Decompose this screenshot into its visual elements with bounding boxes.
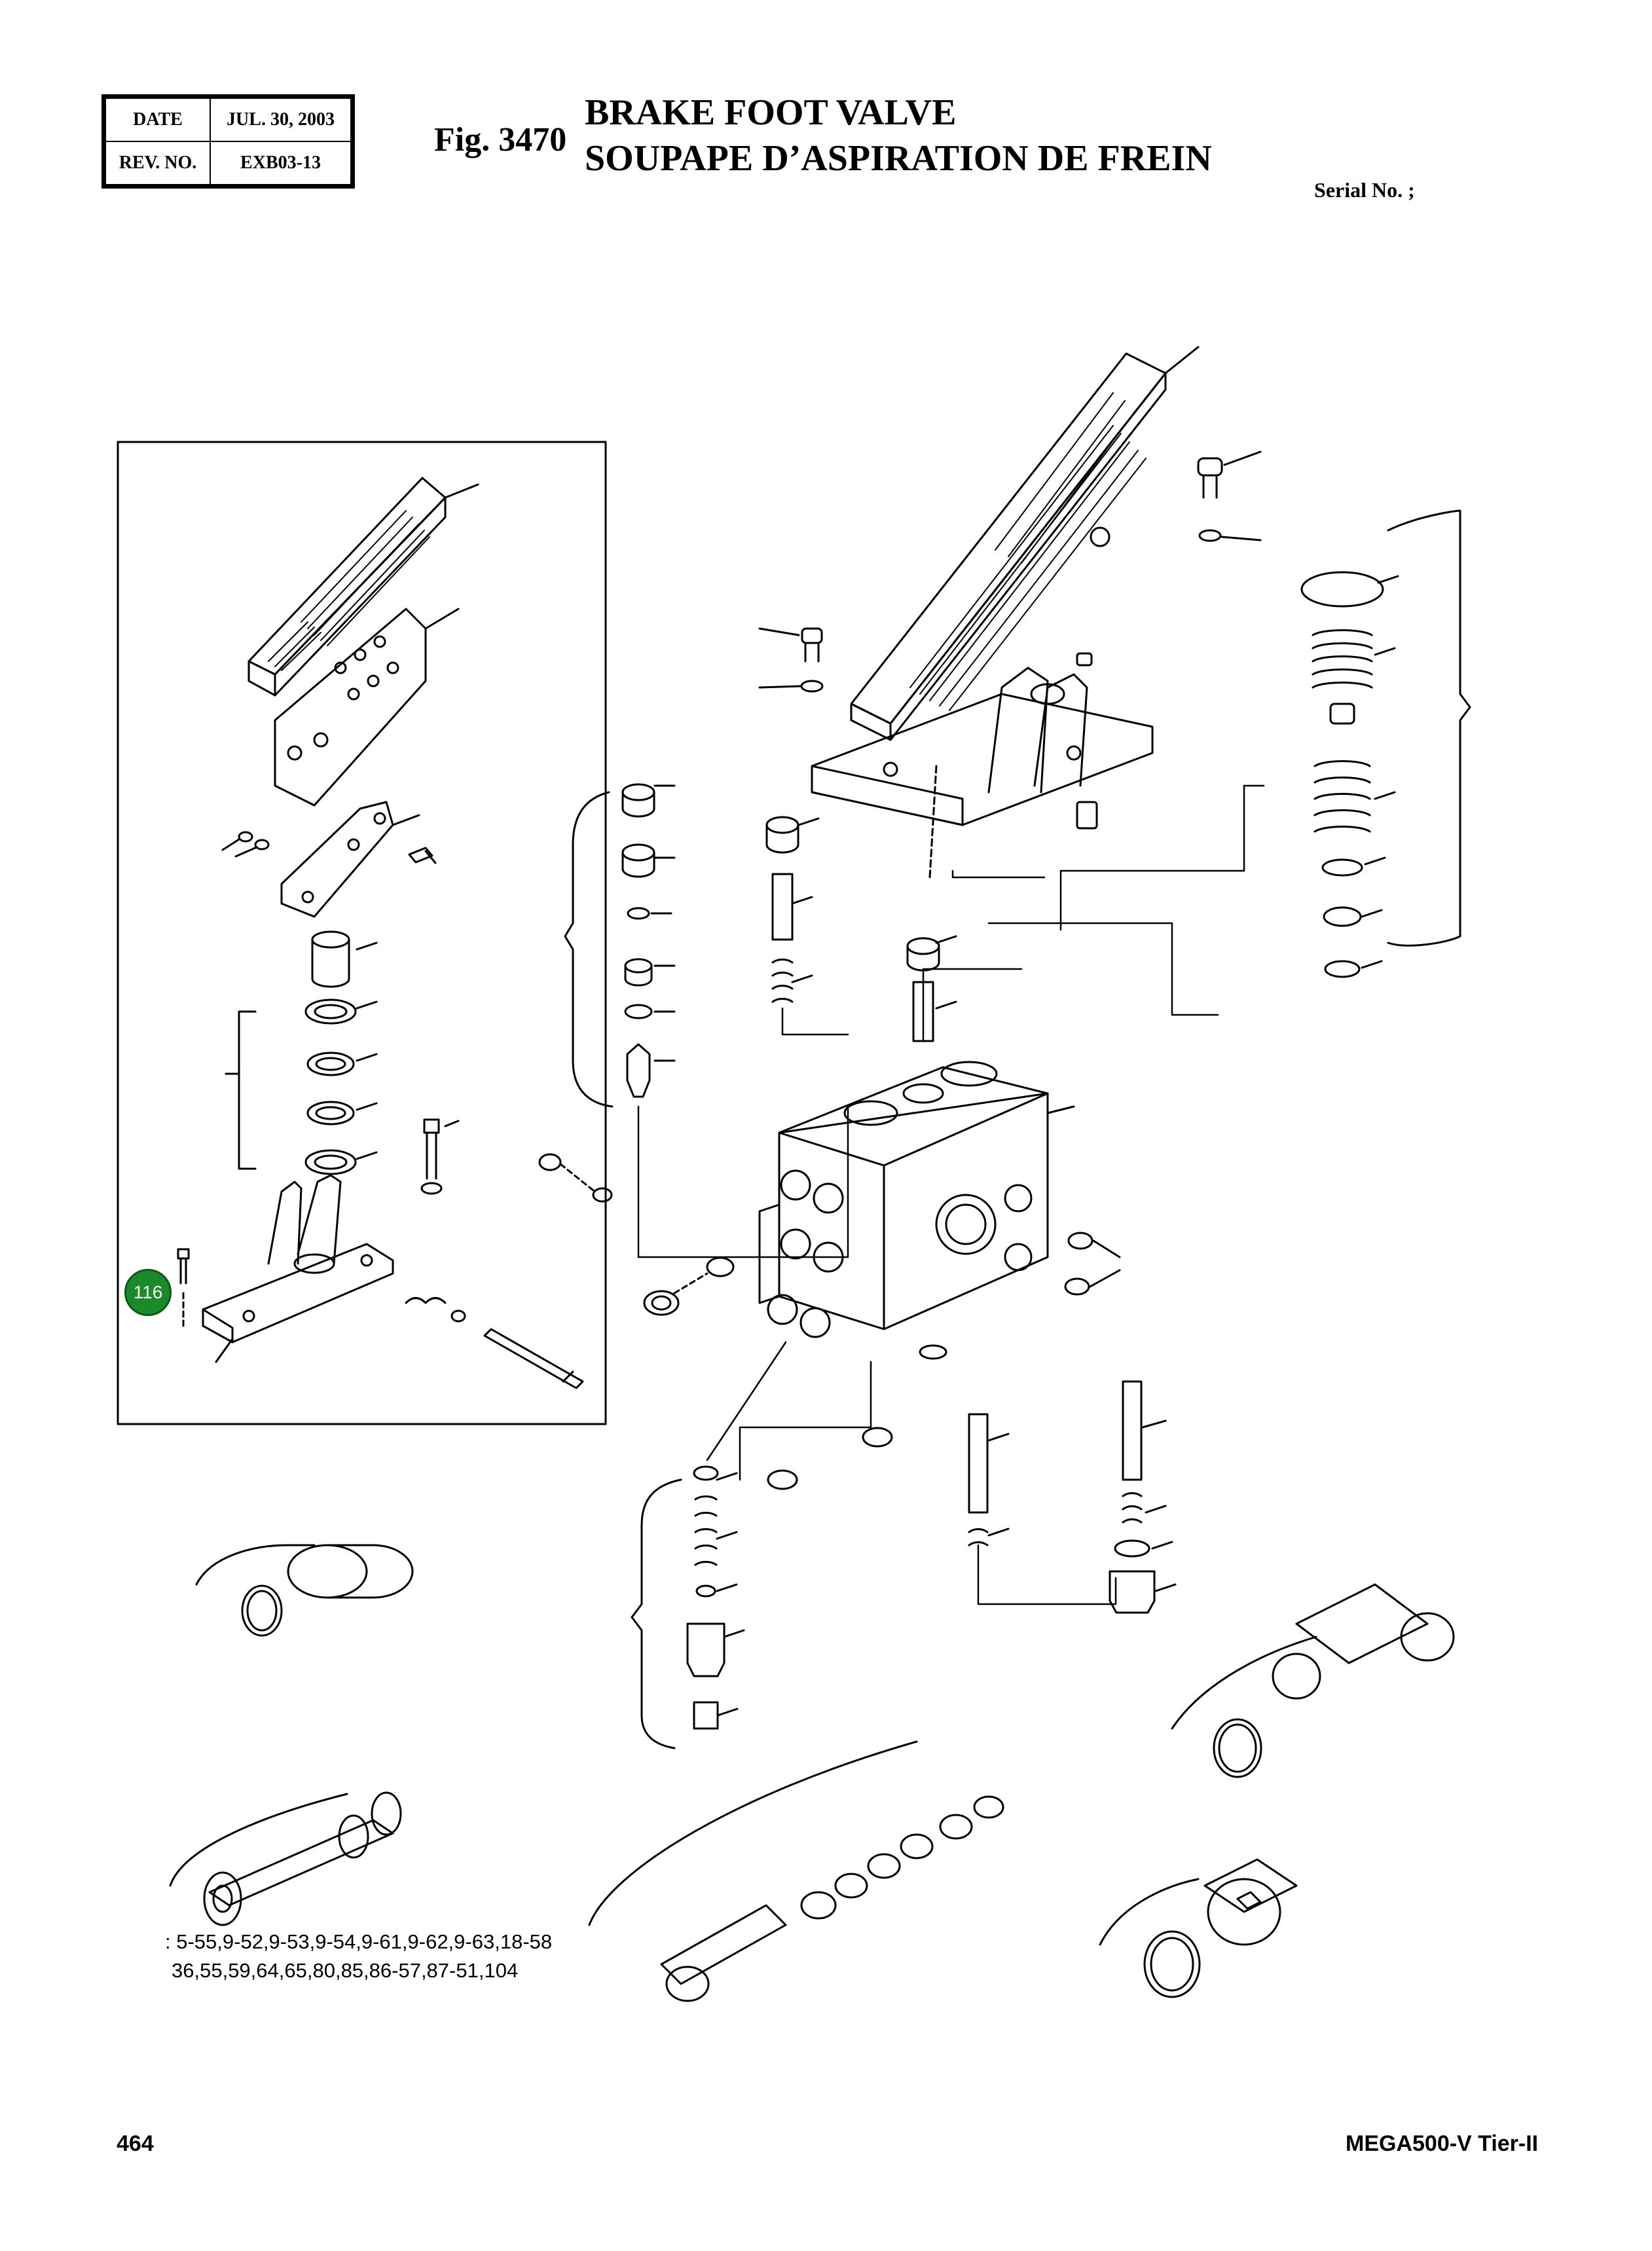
- bottom-right-plug: [1099, 1858, 1298, 1998]
- part-callout-116[interactable]: 116: [124, 1269, 172, 1316]
- main-pedal-mount: [811, 667, 1154, 879]
- figure-number: Fig. 3470: [434, 121, 567, 158]
- date-label: DATE: [105, 98, 211, 142]
- bottom-plunger: [588, 1740, 1004, 2002]
- inset-frame: [117, 441, 607, 1425]
- lower-left-stack: [631, 1427, 893, 1749]
- title-french: SOUPAPE D’ASPIRATION DE FREIN: [585, 138, 1212, 179]
- inset-base-plate: [202, 1174, 394, 1363]
- date-value: JUL. 30, 2003: [210, 98, 352, 142]
- left-valve-stack: [564, 783, 676, 1108]
- model-name: MEGA500-V Tier-II: [1346, 2131, 1539, 2156]
- main-pedal: [850, 346, 1200, 741]
- lower-right-pins: [968, 1380, 1177, 1614]
- rev-value: EXB03-13: [210, 141, 352, 185]
- revision-info-box: DATE JUL. 30, 2003 REV. NO. EXB03-13: [101, 94, 355, 189]
- valve-body: [758, 1061, 1075, 1338]
- mid-valve-stack: [765, 816, 957, 1042]
- bottom-sleeve: [195, 1544, 414, 1637]
- inset-bushing-stack: [225, 930, 378, 1175]
- applicability-note-line-1: : 5-55,9-52,9-53,9-54,9-61,9-62,9-63,18-…: [165, 1930, 553, 1953]
- right-spring-stack: [1300, 509, 1471, 978]
- inset-pedal: [248, 477, 479, 697]
- main-top-bolts: [758, 450, 1262, 830]
- inset-small-bolts: [221, 831, 437, 864]
- inset-pedal-bracket: [274, 608, 460, 807]
- inset-link-plate: [280, 801, 420, 918]
- page-number: 464: [117, 2131, 154, 2156]
- connection-lines: [637, 784, 1265, 1605]
- inset-long-bolt: [420, 1118, 460, 1195]
- rev-label: REV. NO.: [105, 141, 211, 185]
- inset-spring-pin: [405, 1297, 584, 1389]
- title-english: BRAKE FOOT VALVE: [585, 92, 957, 133]
- inset-bolt-116: [177, 1248, 190, 1330]
- serial-number-label: Serial No. ;: [1314, 178, 1415, 202]
- bottom-right-fitting: [1171, 1583, 1455, 1778]
- bottom-spool: [169, 1791, 402, 1926]
- applicability-note-line-2: 36,55,59,64,65,80,85,86-57,87-51,104: [172, 1959, 519, 1982]
